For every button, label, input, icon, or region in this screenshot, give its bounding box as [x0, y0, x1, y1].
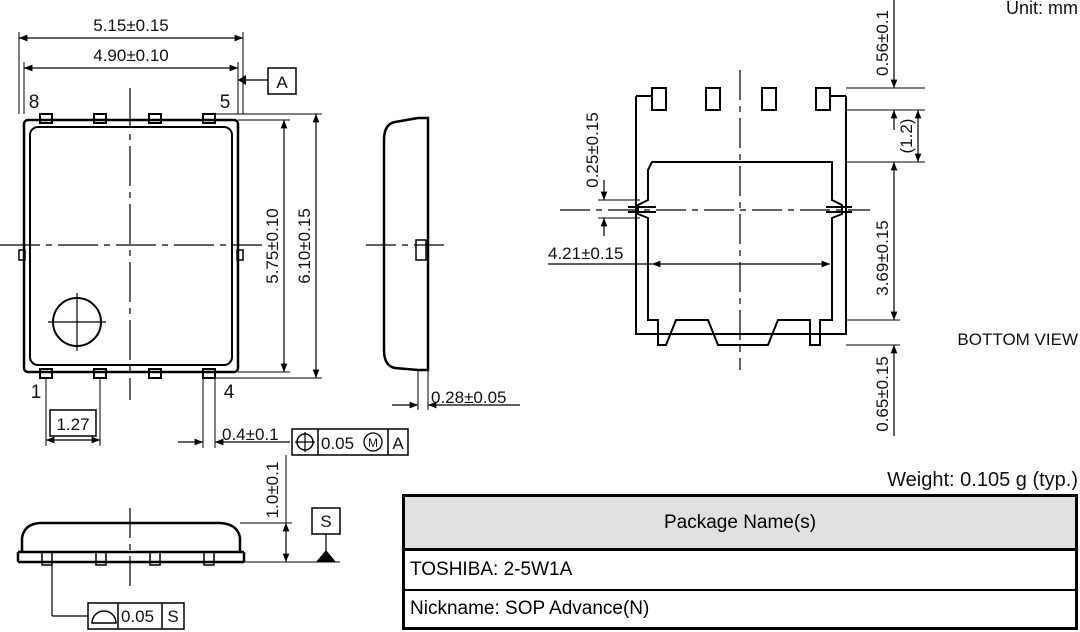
pad-width-label: 4.21±0.15: [548, 244, 624, 263]
unit-label: Unit: mm: [1006, 0, 1078, 18]
datum-s-ref: S: [167, 607, 178, 626]
pin-8-label: 8: [29, 92, 40, 113]
bottom-lead-length-label: 0.56±0.1: [873, 10, 892, 76]
pin-5: [202, 113, 216, 124]
position-tolerance-label: 0.05: [321, 434, 354, 453]
side-thickness-label: 0.28±0.05: [431, 388, 507, 407]
coplanarity-frame: [87, 602, 185, 630]
front-view: [16, 455, 341, 630]
bottom-view: [548, 0, 925, 436]
package-table-header: Package Name(s): [405, 497, 1075, 551]
pin-4-label: 4: [224, 382, 235, 403]
position-tolerance-frame: [291, 428, 409, 456]
tab-height-label: 0.25±0.15: [583, 112, 602, 188]
mmc-symbol-icon: [363, 432, 383, 452]
top-view: [0, 32, 409, 456]
package-table-row-toshiba: TOSHIBA: 2-5W1A: [405, 551, 1075, 591]
lead-width-label: 0.4±0.1: [222, 425, 279, 444]
bottom-ref-label: (1.2): [897, 119, 916, 154]
pin-4: [202, 368, 216, 379]
bottom-edge-label: 0.65±0.15: [873, 356, 892, 432]
datum-a-ref: A: [392, 434, 404, 453]
top-view-body: [22, 118, 240, 374]
datum-a-label: A: [276, 73, 288, 92]
coplanarity-label: 0.05: [121, 607, 154, 626]
pitch-label: 1.27: [56, 415, 89, 434]
datum-s-label: S: [320, 512, 331, 531]
weight-label: Weight: 0.105 g (typ.): [887, 469, 1078, 491]
mmc-label: M: [368, 436, 378, 450]
overall-width-label: 5.15±0.15: [93, 16, 169, 35]
package-table-row-nickname: Nickname: SOP Advance(N): [410, 598, 650, 619]
body-width-label: 4.90±0.10: [93, 46, 169, 65]
overall-length-label: 6.10±0.15: [295, 208, 314, 284]
package-name-table: Package Name(s) TOSHIBA: 2-5W1A Nickname…: [402, 494, 1078, 630]
profile-surface-icon: [91, 610, 117, 624]
pad-length-label: 3.69±0.15: [873, 220, 892, 296]
pin-1: [39, 368, 53, 379]
bottom-view-label: BOTTOM VIEW: [957, 330, 1078, 349]
height-label: 1.0±0.1: [263, 462, 282, 519]
pin-5-label: 5: [220, 92, 231, 113]
pin-1-label: 1: [31, 382, 42, 403]
side-view: [366, 116, 520, 410]
pin-8: [39, 113, 53, 124]
body-length-label: 5.75±0.10: [263, 208, 282, 284]
